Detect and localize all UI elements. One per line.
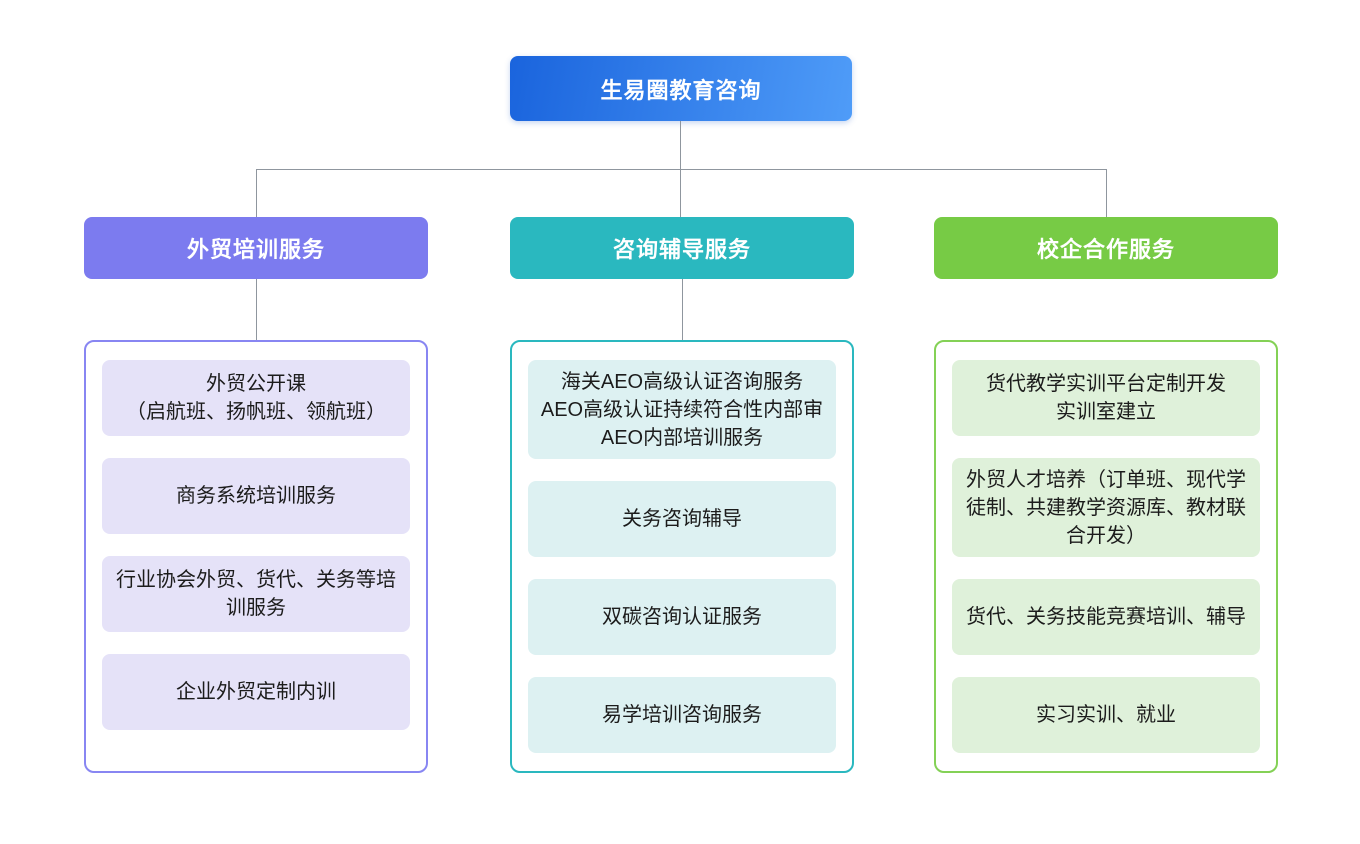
service-item-line: 易学培训咨询服务 <box>602 704 762 726</box>
connector-root-drop <box>680 121 681 169</box>
branch-column-school-enterprise-cooperation: 校企合作服务 货代教学实训平台定制开发实训室建立外贸人才培养（订单班、现代学徒制… <box>934 217 1278 773</box>
branch-column-foreign-trade-training: 外贸培训服务 外贸公开课 （启航班、扬帆班、领航班） 商务系统培训服务行业协会外贸、… <box>84 217 428 773</box>
branch-header-consulting-coaching: 咨询辅导服务 <box>510 217 854 279</box>
service-item-line: 实训室建立 <box>1056 401 1156 423</box>
service-item: 易学培训咨询服务 <box>528 677 836 753</box>
root-node: 生易圈教育咨询 <box>510 56 852 121</box>
header-panel-connector <box>681 279 683 340</box>
service-item: 货代、关务技能竞赛培训、辅导 <box>952 579 1260 655</box>
service-item-line: 企业外贸定制内训 <box>176 681 336 703</box>
service-item-line: 行业协会外贸、货代、关务等培训服务 <box>116 569 396 619</box>
connector-branch-right-drop <box>1106 169 1107 217</box>
service-item: 商务系统培训服务 <box>102 458 410 534</box>
service-item-line: 双碳咨询认证服务 <box>602 606 762 628</box>
service-item: 企业外贸定制内训 <box>102 654 410 730</box>
branch-panel: 海关AEO高级认证咨询服务 AEO高级认证持续符合性内部审 AEO内部培训服务关务咨… <box>510 340 854 773</box>
service-item-line: 商务系统培训服务 <box>176 485 336 507</box>
connector-rail <box>256 169 1107 170</box>
branch-column-consulting-coaching: 咨询辅导服务 海关AEO高级认证咨询服务 AEO高级认证持续符合性内部审 AEO内部… <box>510 217 854 773</box>
service-item: 行业协会外贸、货代、关务等培训服务 <box>102 556 410 632</box>
service-item-line: AEO高级认证持续符合性内部审 <box>540 398 824 421</box>
service-item-line: 外贸公开课 <box>206 373 306 395</box>
service-item-line: 海关AEO高级认证咨询服务 <box>560 370 804 393</box>
header-panel-connector <box>255 279 257 340</box>
service-item-line: （启航班、扬帆班、领航班） <box>126 401 386 423</box>
connector-branch-middle-drop <box>680 169 681 217</box>
service-item: 实习实训、就业 <box>952 677 1260 753</box>
service-item-line: 实习实训、就业 <box>1036 704 1176 726</box>
root-node-label: 生易圈教育咨询 <box>600 77 762 103</box>
connector-branch-left-drop <box>256 169 257 217</box>
service-item: 外贸人才培养（订单班、现代学徒制、共建教学资源库、教材联合开发） <box>952 458 1260 557</box>
service-item: 海关AEO高级认证咨询服务 AEO高级认证持续符合性内部审 AEO内部培训服务 <box>528 360 836 459</box>
service-item: 外贸公开课 （启航班、扬帆班、领航班） <box>102 360 410 436</box>
service-item: 双碳咨询认证服务 <box>528 579 836 655</box>
branch-panel: 外贸公开课 （启航班、扬帆班、领航班） 商务系统培训服务行业协会外贸、货代、关务等培… <box>84 340 428 773</box>
service-item-line: 货代教学实训平台定制开发 <box>986 373 1226 395</box>
branch-header-school-enterprise-cooperation: 校企合作服务 <box>934 217 1278 279</box>
branch-header-foreign-trade-training: 外贸培训服务 <box>84 217 428 279</box>
service-item: 货代教学实训平台定制开发实训室建立 <box>952 360 1260 436</box>
service-item-line: 关务咨询辅导 <box>622 508 742 530</box>
branch-panel: 货代教学实训平台定制开发实训室建立外贸人才培养（订单班、现代学徒制、共建教学资源… <box>934 340 1278 773</box>
service-item-line: 外贸人才培养（订单班、现代学徒制、共建教学资源库、教材联合开发） <box>966 468 1246 547</box>
service-item-line: 货代、关务技能竞赛培训、辅导 <box>966 606 1246 628</box>
service-item-line: AEO内部培训服务 <box>600 426 764 449</box>
service-item: 关务咨询辅导 <box>528 481 836 557</box>
